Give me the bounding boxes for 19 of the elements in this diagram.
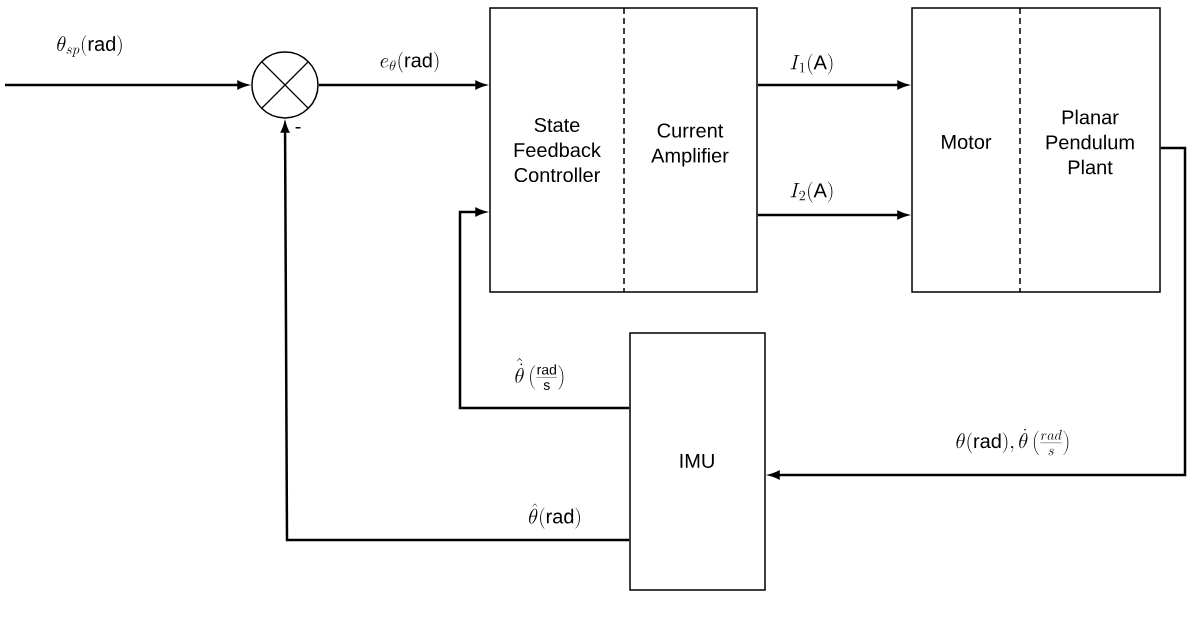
block: State Feedback Controller Current Amplifier (489, 7, 758, 293)
edge-label: $e_{\theta}(\mathrm{rad})$ (380, 51, 439, 73)
arrow (280, 122, 630, 542)
arrow (757, 210, 908, 220)
arrow (757, 80, 908, 90)
arrow (5, 80, 248, 90)
edge-label: $\theta(\mathrm{rad}),\dot{\theta}\left(\frac{rad}{s}\right)$ (956, 428, 1069, 456)
block: Motor Planar Pendulum Plant (911, 7, 1161, 293)
edge-label: $I_1(\mathrm{A})$ (790, 53, 833, 75)
edge-label: $\hat{\theta}(\mathrm{rad})$ (529, 503, 580, 529)
arrow (318, 80, 486, 90)
sign-label: - (295, 126, 301, 129)
arrow (458, 207, 630, 410)
edge-label: $\theta_{sp}(\mathrm{rad})$ (57, 35, 122, 57)
summing-junction (251, 51, 319, 119)
edge-label: $I_2(\mathrm{A})$ (790, 181, 833, 203)
arrow (769, 146, 1187, 480)
edge-label: $\hat{\dot{\theta}}\left(\frac{\mathrm{rad}}{\mathrm{s}}\right)$ (515, 358, 564, 390)
block: IMU (629, 332, 766, 591)
